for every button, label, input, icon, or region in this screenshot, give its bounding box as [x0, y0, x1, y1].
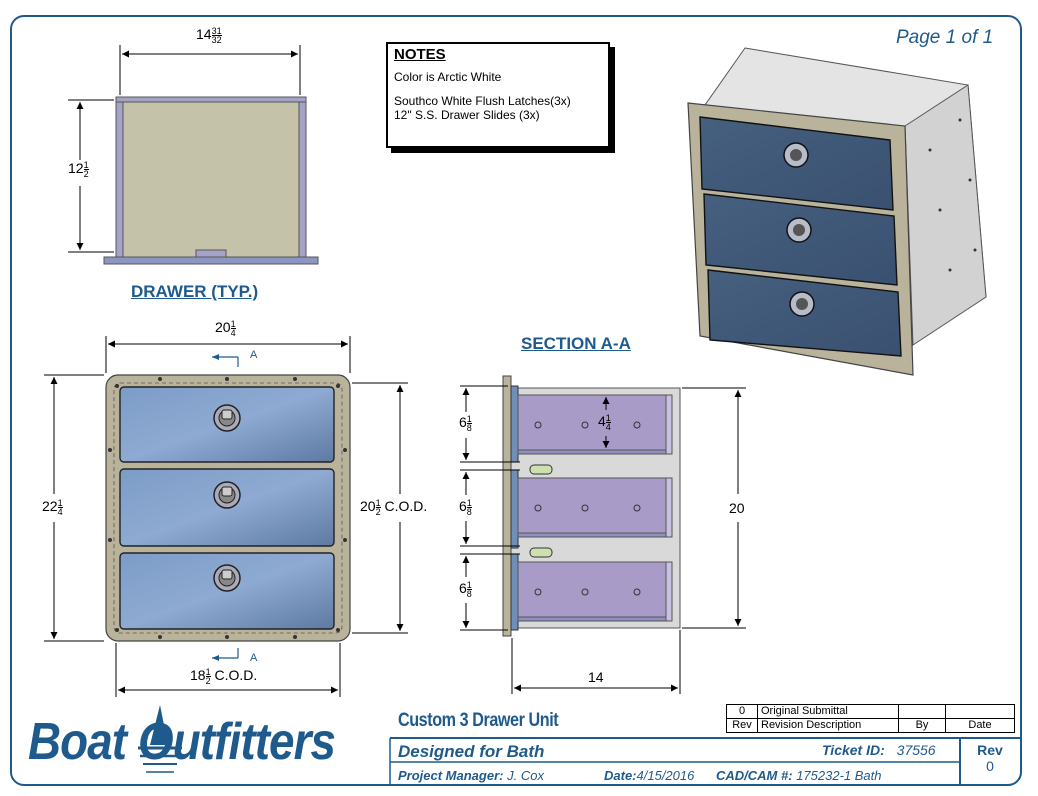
isometric-view	[687, 47, 987, 376]
rev-header-by: By	[898, 718, 946, 733]
notes-box: NOTES Color is Arctic White Southco Whit…	[386, 42, 610, 148]
project-manager: Project Manager: J. Cox	[398, 768, 544, 783]
front-view	[44, 336, 408, 697]
rev-row1-desc: Original Submittal	[757, 704, 899, 719]
rev-box-label: Rev	[977, 742, 1003, 758]
designed-for: Designed for Bath	[398, 742, 545, 761]
dim-section-depth: 14	[588, 669, 604, 685]
notes-latches: Southco White Flush Latches(3x)	[394, 94, 571, 108]
rev-row1-date	[945, 704, 1015, 719]
rev-row1-by	[898, 704, 946, 719]
drawing-title: Custom 3 Drawer Unit	[398, 710, 559, 731]
brand-logo: Boat Outfitters	[28, 713, 336, 771]
sailboat-logo-icon	[138, 705, 182, 773]
ticket-id: Ticket ID: 37556	[822, 742, 936, 758]
rev-header-rev: Rev	[726, 718, 758, 733]
page-label: Page 1 of 1	[896, 27, 994, 48]
drawer-typ-heading: DRAWER (TYP.)	[131, 282, 259, 301]
section-marker-bottom: A	[250, 652, 258, 664]
latch-icon	[213, 404, 241, 432]
latch-icon	[213, 564, 241, 592]
dim-section-height: 20	[729, 500, 745, 516]
drawing-date: Date:4/15/2016	[604, 768, 695, 783]
notes-color: Color is Arctic White	[394, 70, 502, 84]
latch-icon	[783, 142, 809, 168]
notes-title: NOTES	[394, 46, 446, 63]
section-a-a-view	[460, 375, 746, 694]
latch-icon	[786, 217, 812, 243]
drawer-typ-view	[68, 45, 319, 265]
latch-icon	[789, 291, 815, 317]
rev-row1-rev: 0	[726, 704, 758, 719]
notes-slides: 12" S.S. Drawer Slides (3x)	[394, 108, 540, 122]
rev-box-value: 0	[986, 758, 994, 774]
revision-table: 0 Original Submittal Rev Revision Descri…	[726, 704, 1015, 733]
rev-header-date: Date	[945, 718, 1015, 733]
rev-box: Rev 0	[960, 740, 1020, 784]
cad-cam-number: CAD/CAM #: 175232-1 Bath	[716, 768, 882, 783]
latch-icon	[213, 481, 241, 509]
section-marker-top: A	[250, 349, 258, 361]
drawing-border	[10, 15, 1022, 786]
section-heading: SECTION A-A	[521, 334, 631, 353]
rev-header-desc: Revision Description	[757, 718, 899, 733]
